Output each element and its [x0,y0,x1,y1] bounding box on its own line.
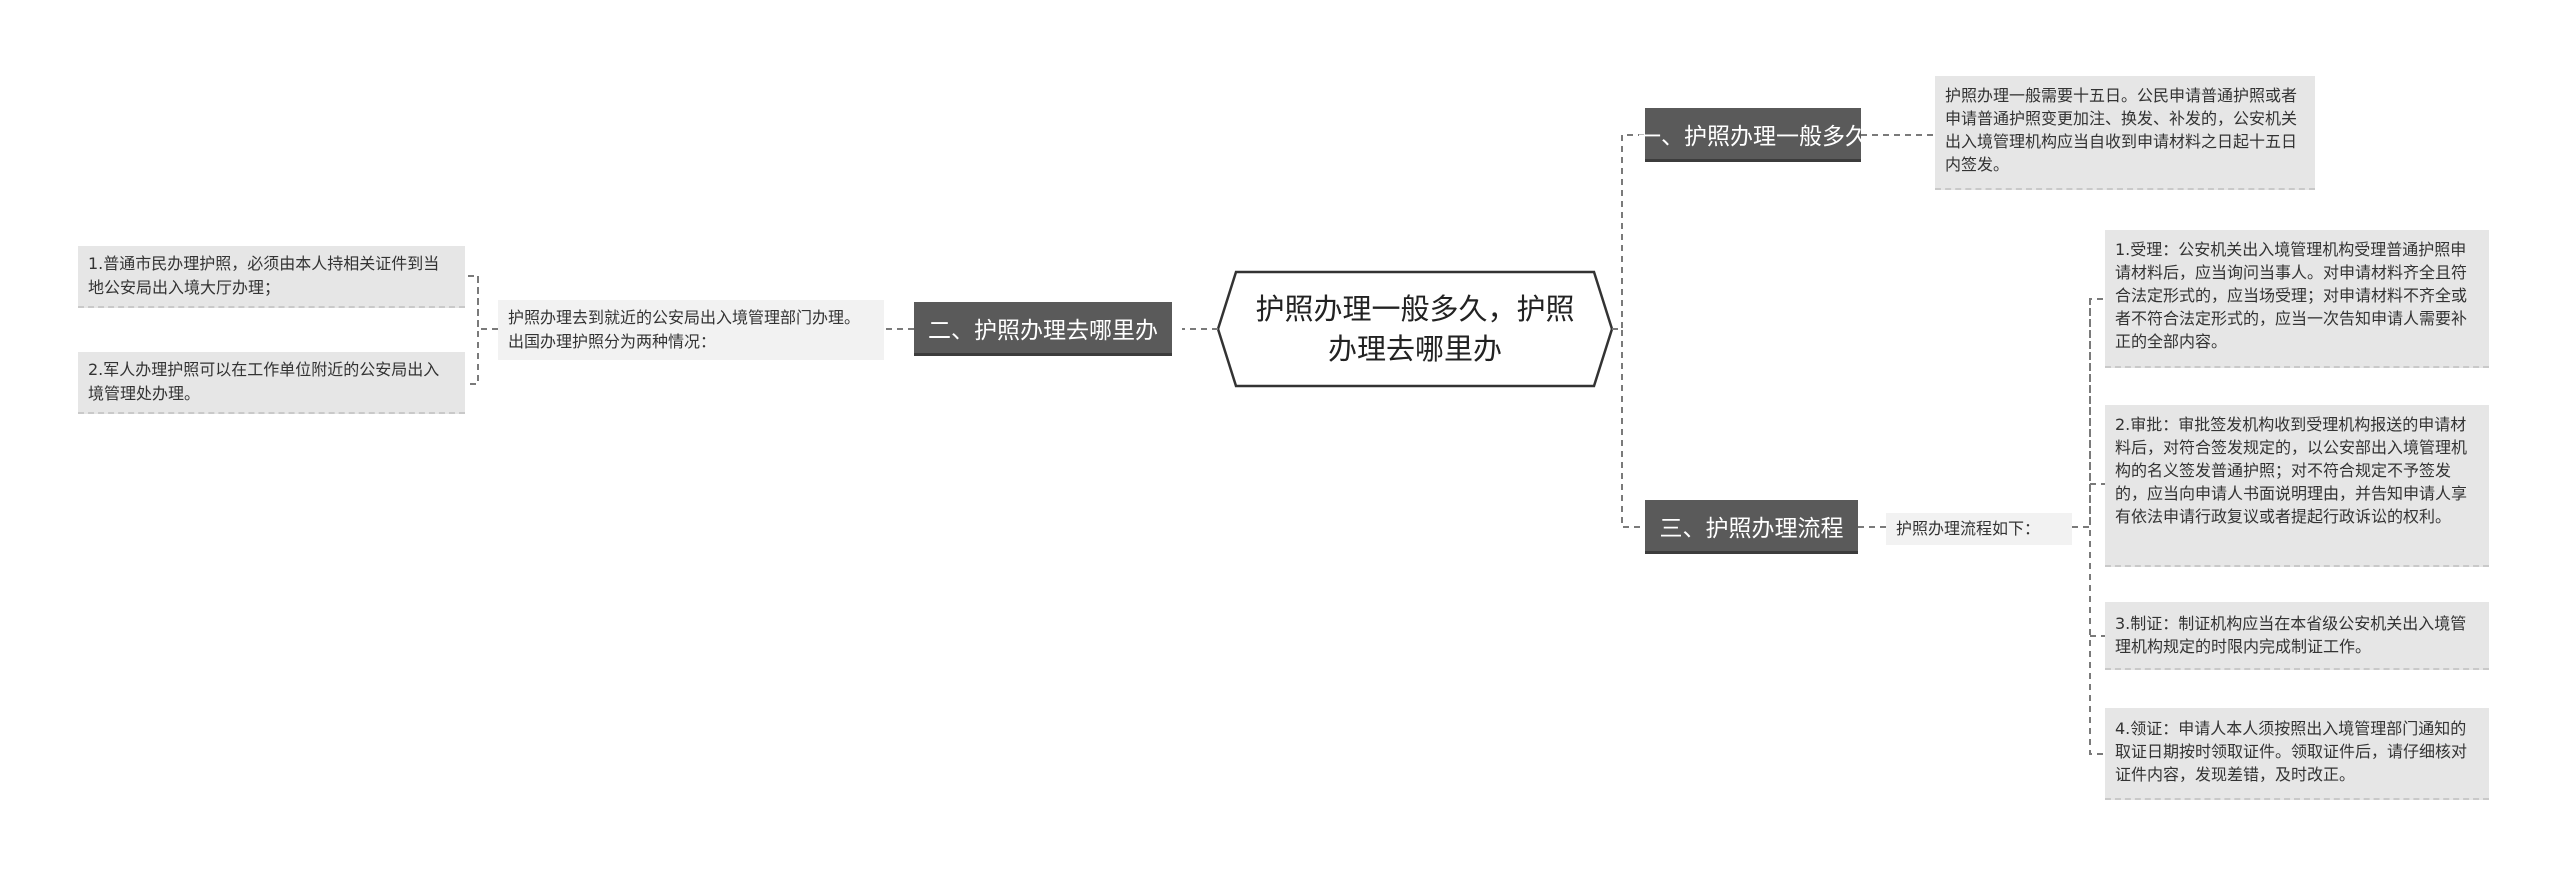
process-step-4: 4.领证：申请人本人须按照出入境管理部门通知的取证日期按时领取证件。领取证件后，… [2105,708,2489,800]
process-step-3: 3.制证：制证机构应当在本省级公安机关出入境管理机构规定的时限内完成制证工作。 [2105,602,2489,670]
where-item-2: 2.军人办理护照可以在工作单位附近的公安局出入境管理处办理。 [78,352,465,414]
link-root-branch1 [1612,134,1645,330]
link-root-branch3 [1612,328,1645,528]
where-item-1: 1.普通市民办理护照，必须由本人持相关证件到当地公安局出入境大厅办理； [78,246,465,308]
detail-how-long: 护照办理一般需要十五日。公民申请普通护照或者申请普通护照变更加注、换发、补发的，… [1935,76,2315,190]
branch-where-to-apply[interactable]: 二、护照办理去哪里办 [914,302,1172,356]
link-intro-items [465,275,498,385]
process-step-2: 2.审批：审批签发机构收到受理机构报送的申请材料后，对符合签发规定的，以公安部出… [2105,405,2489,567]
branch-process[interactable]: 三、护照办理流程 [1645,500,1858,554]
link-intro-steps [2072,298,2105,755]
process-intro: 护照办理流程如下： [1886,513,2072,545]
branch-how-long[interactable]: 一、护照办理一般多久 [1638,108,1868,162]
process-step-1: 1.受理：公安机关出入境管理机构受理普通护照申请材料后，应当询问当事人。对申请材… [2105,230,2489,368]
root-title: 护照办理一般多久，护照办理去哪里办 [1255,292,1575,366]
where-intro: 护照办理去到就近的公安局出入境管理部门办理。出国办理护照分为两种情况： [498,300,884,360]
